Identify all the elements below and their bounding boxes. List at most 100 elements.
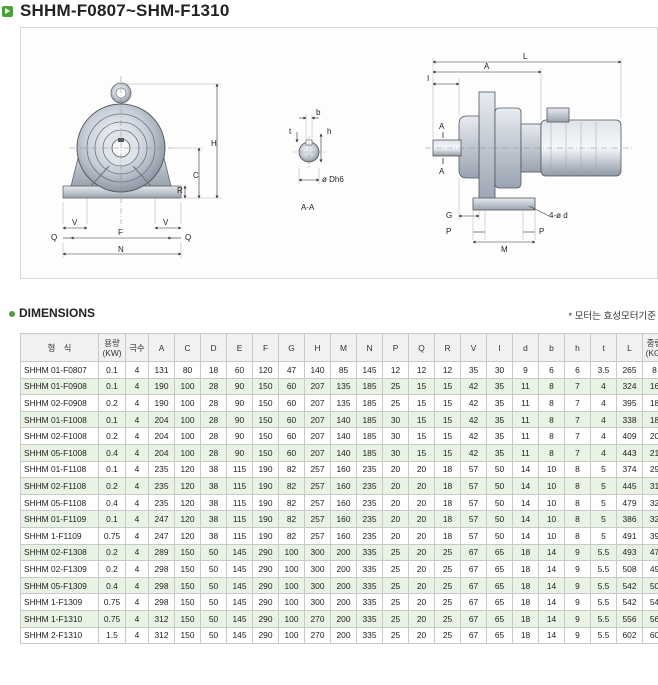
table-cell: 140: [330, 427, 357, 445]
table-cell: 8: [538, 443, 565, 462]
table-cell: 25: [382, 576, 409, 595]
table-cell: 20: [408, 560, 435, 578]
table-cell: 47: [642, 543, 658, 562]
table-cell: 42: [460, 377, 487, 396]
table-cell: 38: [200, 510, 227, 528]
table-cell: 491: [616, 526, 643, 545]
table-cell: 14: [538, 626, 565, 645]
table-cell: 11: [512, 410, 539, 429]
table-cell: 100: [174, 427, 201, 445]
table-cell: 38: [200, 526, 227, 545]
table-cell: 35: [486, 410, 513, 429]
table-cell: 38: [200, 493, 227, 512]
table-cell: 4: [125, 410, 149, 429]
table-cell: 4: [590, 394, 617, 412]
table-cell: 204: [148, 427, 175, 445]
table-cell: 5: [590, 526, 617, 545]
table-cell: 247: [148, 510, 175, 528]
table-cell: 335: [356, 560, 383, 578]
table-cell: 160: [330, 510, 357, 528]
dim-label-g: G: [446, 211, 452, 220]
table-cell: 235: [148, 460, 175, 479]
column-header: Q: [408, 333, 435, 362]
table-cell: 65: [486, 593, 513, 611]
table-cell: 54: [642, 593, 658, 611]
table-cell: 8: [564, 493, 591, 512]
table-cell: 150: [174, 560, 201, 578]
motor-note: * 모터는 효성모터기준: [568, 311, 656, 322]
table-cell: 150: [174, 576, 201, 595]
table-cell: 15: [434, 377, 461, 396]
table-cell: 25: [382, 626, 409, 645]
table-cell: 5.5: [590, 543, 617, 562]
table-cell: 4: [590, 410, 617, 429]
table-cell: 235: [356, 510, 383, 528]
table-cell: 0.4: [98, 493, 126, 512]
table-cell: 100: [278, 543, 305, 562]
arrow-right-icon: [2, 5, 13, 17]
table-cell: 82: [278, 477, 305, 495]
table-cell: 8: [564, 477, 591, 495]
table-cell: 60: [278, 394, 305, 412]
table-cell: 67: [460, 593, 487, 611]
table-cell: 20: [408, 609, 435, 628]
table-cell: 67: [460, 576, 487, 595]
table-cell: 16: [642, 377, 658, 396]
table-cell: 30: [382, 443, 409, 462]
table-cell: 100: [174, 443, 201, 462]
table-cell: 57: [460, 526, 487, 545]
table-cell: 185: [356, 394, 383, 412]
model-cell: SHHM 02-F1309: [20, 560, 99, 578]
table-cell: 42: [460, 410, 487, 429]
table-cell: 49: [642, 560, 658, 578]
table-cell: 207: [304, 427, 331, 445]
table-cell: 56: [642, 609, 658, 628]
table-cell: 82: [278, 526, 305, 545]
column-header: C: [174, 333, 201, 362]
table-cell: 190: [148, 394, 175, 412]
table-cell: 20: [382, 493, 409, 512]
table-cell: 20: [408, 460, 435, 479]
table-cell: 10: [538, 493, 565, 512]
table-cell: 20: [642, 427, 658, 445]
dimensions-header: DIMENSIONS * 모터는 효성모터기준: [0, 306, 658, 322]
table-cell: 0.4: [98, 576, 126, 595]
table-cell: 8: [564, 460, 591, 479]
table-cell: 50: [642, 576, 658, 595]
table-cell: 50: [486, 526, 513, 545]
table-cell: 60: [278, 410, 305, 429]
column-header: b: [538, 333, 565, 362]
table-cell: 4: [125, 560, 149, 578]
column-header: P: [382, 333, 409, 362]
table-cell: 35: [486, 427, 513, 445]
table-cell: 50: [200, 543, 227, 562]
table-cell: 150: [252, 394, 279, 412]
column-header: 용량(KW): [98, 333, 126, 362]
model-cell: SHHM 02-F1308: [20, 543, 99, 562]
table-cell: 409: [616, 427, 643, 445]
table-cell: 150: [252, 410, 279, 429]
table-cell: 32: [642, 510, 658, 528]
model-cell: SHHM 1-F1109: [20, 526, 99, 545]
table-cell: 257: [304, 526, 331, 545]
table-cell: 9: [512, 361, 539, 379]
table-cell: 50: [200, 576, 227, 595]
table-cell: 4: [125, 394, 149, 412]
table-cell: 20: [382, 526, 409, 545]
table-cell: 200: [330, 576, 357, 595]
table-cell: 335: [356, 576, 383, 595]
table-cell: 100: [278, 576, 305, 595]
table-cell: 6: [564, 361, 591, 379]
table-cell: 15: [408, 443, 435, 462]
table-cell: 28: [200, 443, 227, 462]
table-cell: 8: [564, 526, 591, 545]
table-cell: 15: [408, 377, 435, 396]
model-cell: SHHM 1-F1310: [20, 609, 99, 628]
table-cell: 290: [252, 576, 279, 595]
table-cell: 185: [356, 377, 383, 396]
table-cell: 18: [434, 493, 461, 512]
dim-label-p-left: P: [446, 227, 451, 236]
table-cell: 5: [590, 493, 617, 512]
